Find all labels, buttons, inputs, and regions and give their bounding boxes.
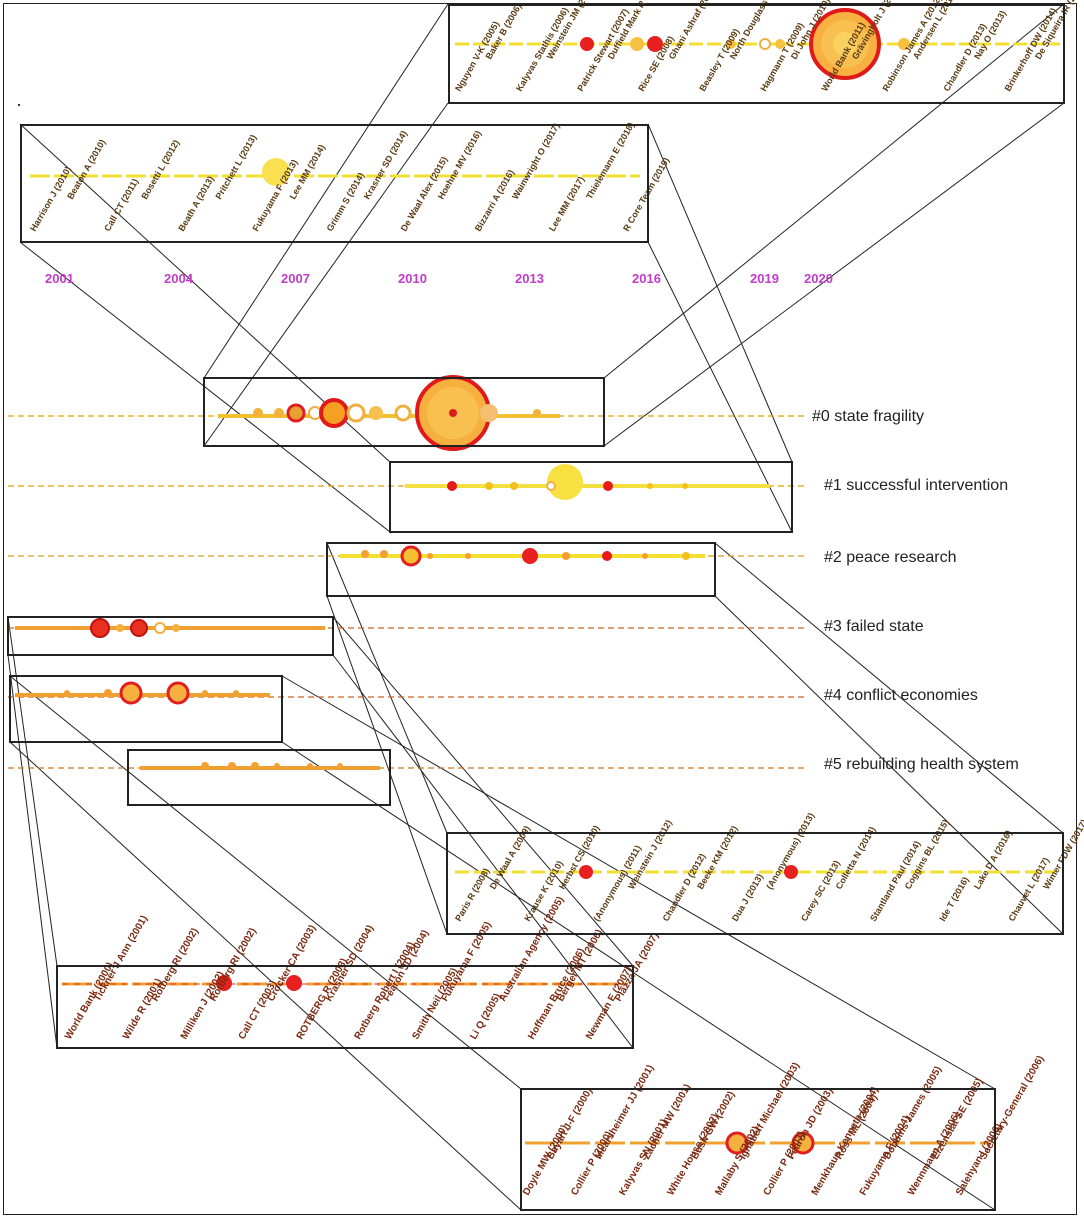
zoom-panel-cluster4 [520,1088,996,1211]
cluster-label-3: #3 failed state [824,618,924,635]
cluster-strip-0 [218,375,560,451]
cluster-strip-1 [405,464,770,500]
cluster-strip-5 [140,762,380,770]
zoom-cluster1-strip [30,158,640,186]
stray-dot [18,104,20,106]
cluster-strip-2 [340,545,705,567]
cluster3-box [7,616,334,656]
zoom-panel-top [448,4,1065,104]
cluster4-box [9,675,283,743]
cluster-label-5: #5 rebuilding health system [824,756,1019,773]
year-label: 2007 [281,271,310,286]
cluster-strip-4 [15,681,270,705]
year-label: 2004 [164,271,193,286]
zoom-cluster4-strip [525,1131,990,1155]
figure-frame [3,3,1077,1215]
year-label: 2016 [632,271,661,286]
cluster-label-4: #4 conflict economies [824,687,978,704]
cluster-label-1: #1 successful intervention [824,477,1009,494]
cluster-strip-3 [15,618,325,638]
zoom-panel-cluster3 [56,965,634,1049]
year-label: 2010 [398,271,427,286]
cluster0-box [203,377,605,447]
zoom-cluster3-strip [62,975,628,991]
cluster2-box [326,542,716,597]
zoom-panel-cluster1 [20,124,649,243]
zoom-top-strip [455,8,1060,80]
cluster5-box [127,749,391,806]
cluster1-box [389,461,793,533]
year-label: 2019 [750,271,779,286]
year-label: 2001 [45,271,74,286]
year-label: 2020 [804,271,833,286]
cluster-label-0: #0 state fragility [812,408,925,425]
zoom-panel-cluster2 [446,832,1064,935]
cluster-label-2: #2 peace research [824,549,957,566]
zoom-cluster2-strip [455,865,1055,879]
year-label: 2013 [515,271,544,286]
